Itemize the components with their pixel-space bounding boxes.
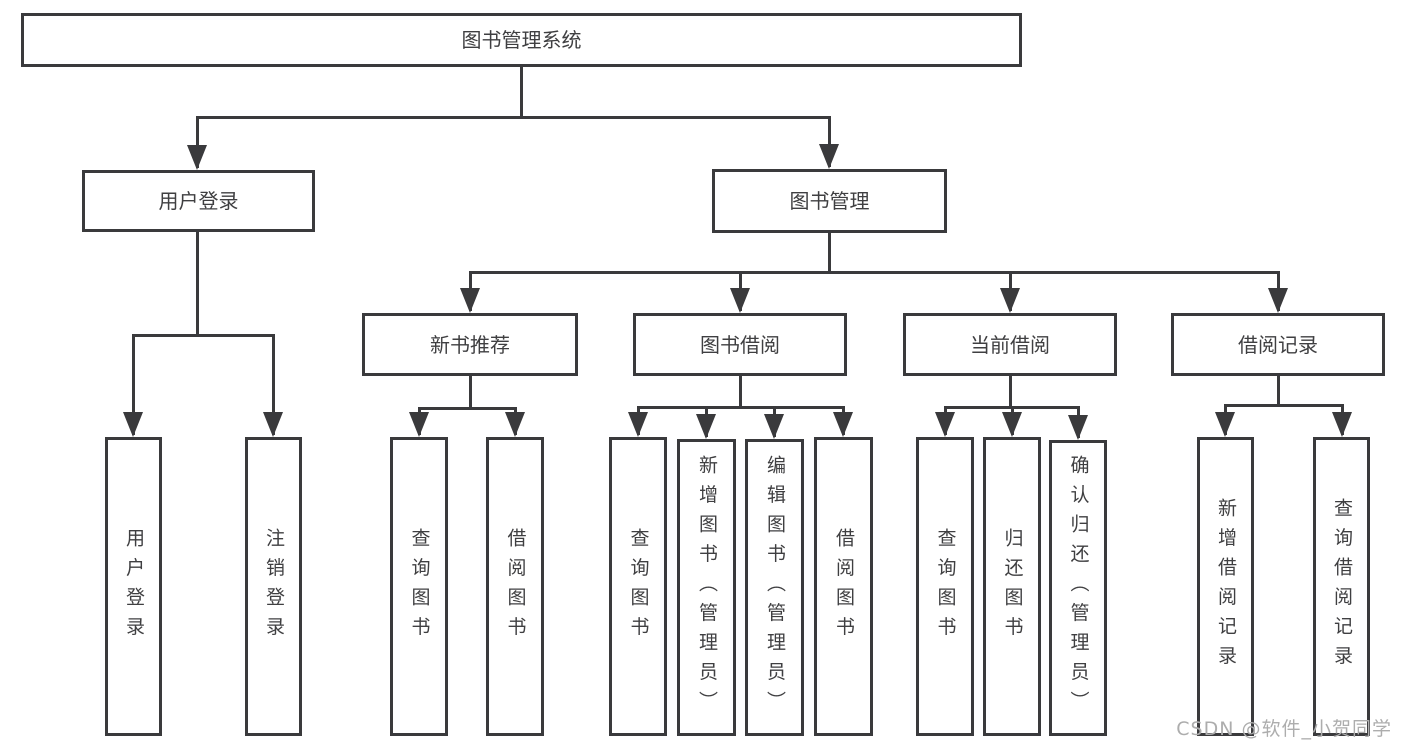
node-leaf-query-borrow-record: 查询借阅记录 xyxy=(1313,437,1370,736)
arrow-down-icon xyxy=(1000,288,1020,313)
watermark: CSDN @软件_小贺同学 xyxy=(1176,718,1392,740)
connector-line xyxy=(271,335,275,435)
node-label: 编辑图书（管理员） xyxy=(764,454,786,721)
node-leaf-query-books-current: 查询图书 xyxy=(916,437,974,736)
node-borrow-records: 借阅记录 xyxy=(1171,313,1385,376)
node-label: 借阅图书 xyxy=(833,527,855,646)
node-label: 归还图书 xyxy=(1001,527,1024,646)
node-label: 借阅图书 xyxy=(504,527,527,646)
node-label: 图书借阅 xyxy=(700,332,780,357)
connector-line xyxy=(131,333,275,337)
node-label: 新增图书（管理员） xyxy=(696,454,718,721)
arrow-down-icon xyxy=(409,412,429,437)
arrow-down-icon xyxy=(1215,412,1235,437)
node-label: 用户登录 xyxy=(158,189,239,213)
connector-line xyxy=(827,233,831,273)
connector-line xyxy=(1276,376,1280,406)
node-leaf-confirm-return-admin: 确认归还（管理员） xyxy=(1049,440,1107,736)
arrow-down-icon xyxy=(505,412,525,437)
node-leaf-add-books-admin: 新增图书（管理员） xyxy=(677,439,736,736)
arrow-down-icon xyxy=(1268,288,1288,313)
arrow-down-icon xyxy=(628,412,648,437)
node-leaf-return-books: 归还图书 xyxy=(983,437,1041,736)
connector-line xyxy=(195,232,199,336)
node-library-management-system: 图书管理系统 xyxy=(21,13,1022,67)
connector-line xyxy=(1008,376,1012,408)
node-leaf-user-login: 用户登录 xyxy=(105,437,162,736)
arrow-down-icon xyxy=(460,288,480,313)
node-new-book-recommend: 新书推荐 xyxy=(362,313,578,376)
node-leaf-logout: 注销登录 xyxy=(245,437,302,736)
node-label: 用户登录 xyxy=(123,527,145,646)
connector-line xyxy=(636,405,845,409)
arrow-down-icon xyxy=(187,145,207,170)
arrow-down-icon xyxy=(1332,412,1352,437)
node-leaf-query-books-recommend: 查询图书 xyxy=(390,437,448,736)
node-label: 图书管理 xyxy=(789,189,870,213)
connector-line xyxy=(195,117,199,168)
connector-line xyxy=(519,66,523,118)
node-label: 新书推荐 xyxy=(430,332,510,357)
arrow-down-icon xyxy=(935,412,955,437)
node-label: 借阅记录 xyxy=(1238,332,1318,357)
connector-line xyxy=(131,335,135,435)
connector-line xyxy=(195,115,831,119)
arrow-down-icon xyxy=(819,144,839,169)
arrow-down-icon xyxy=(696,414,716,439)
connector-line xyxy=(1223,403,1344,407)
arrow-down-icon xyxy=(730,288,750,313)
node-label: 查询图书 xyxy=(408,527,431,646)
arrow-down-icon xyxy=(833,412,853,437)
node-label: 注销登录 xyxy=(263,527,285,646)
node-leaf-edit-books-admin: 编辑图书（管理员） xyxy=(745,439,804,736)
connector-line xyxy=(827,117,831,167)
arrow-down-icon xyxy=(263,412,283,437)
connector-line xyxy=(468,376,472,409)
node-label: 查询图书 xyxy=(627,527,650,646)
arrow-down-icon xyxy=(1068,415,1088,440)
connector-line xyxy=(468,270,1280,274)
node-leaf-borrow-books-borrowing: 借阅图书 xyxy=(814,437,873,736)
node-user-login: 用户登录 xyxy=(82,170,315,232)
node-book-management: 图书管理 xyxy=(712,169,947,233)
node-label: 查询图书 xyxy=(934,527,957,646)
node-book-borrowing: 图书借阅 xyxy=(633,313,847,376)
node-label: 当前借阅 xyxy=(970,332,1050,357)
arrow-down-icon xyxy=(123,412,143,437)
node-label: 新增借阅记录 xyxy=(1215,498,1237,675)
arrow-down-icon xyxy=(1002,412,1022,437)
node-leaf-borrow-books-recommend: 借阅图书 xyxy=(486,437,544,736)
node-label: 查询借阅记录 xyxy=(1331,498,1353,675)
node-leaf-add-borrow-record: 新增借阅记录 xyxy=(1197,437,1254,736)
connector-line xyxy=(417,406,517,410)
node-label: 图书管理系统 xyxy=(461,28,582,52)
node-current-borrowing: 当前借阅 xyxy=(903,313,1117,376)
connector-line xyxy=(738,376,742,408)
node-leaf-query-books-borrowing: 查询图书 xyxy=(609,437,667,736)
arrow-down-icon xyxy=(764,414,784,439)
node-label: 确认归还（管理员） xyxy=(1067,455,1090,721)
